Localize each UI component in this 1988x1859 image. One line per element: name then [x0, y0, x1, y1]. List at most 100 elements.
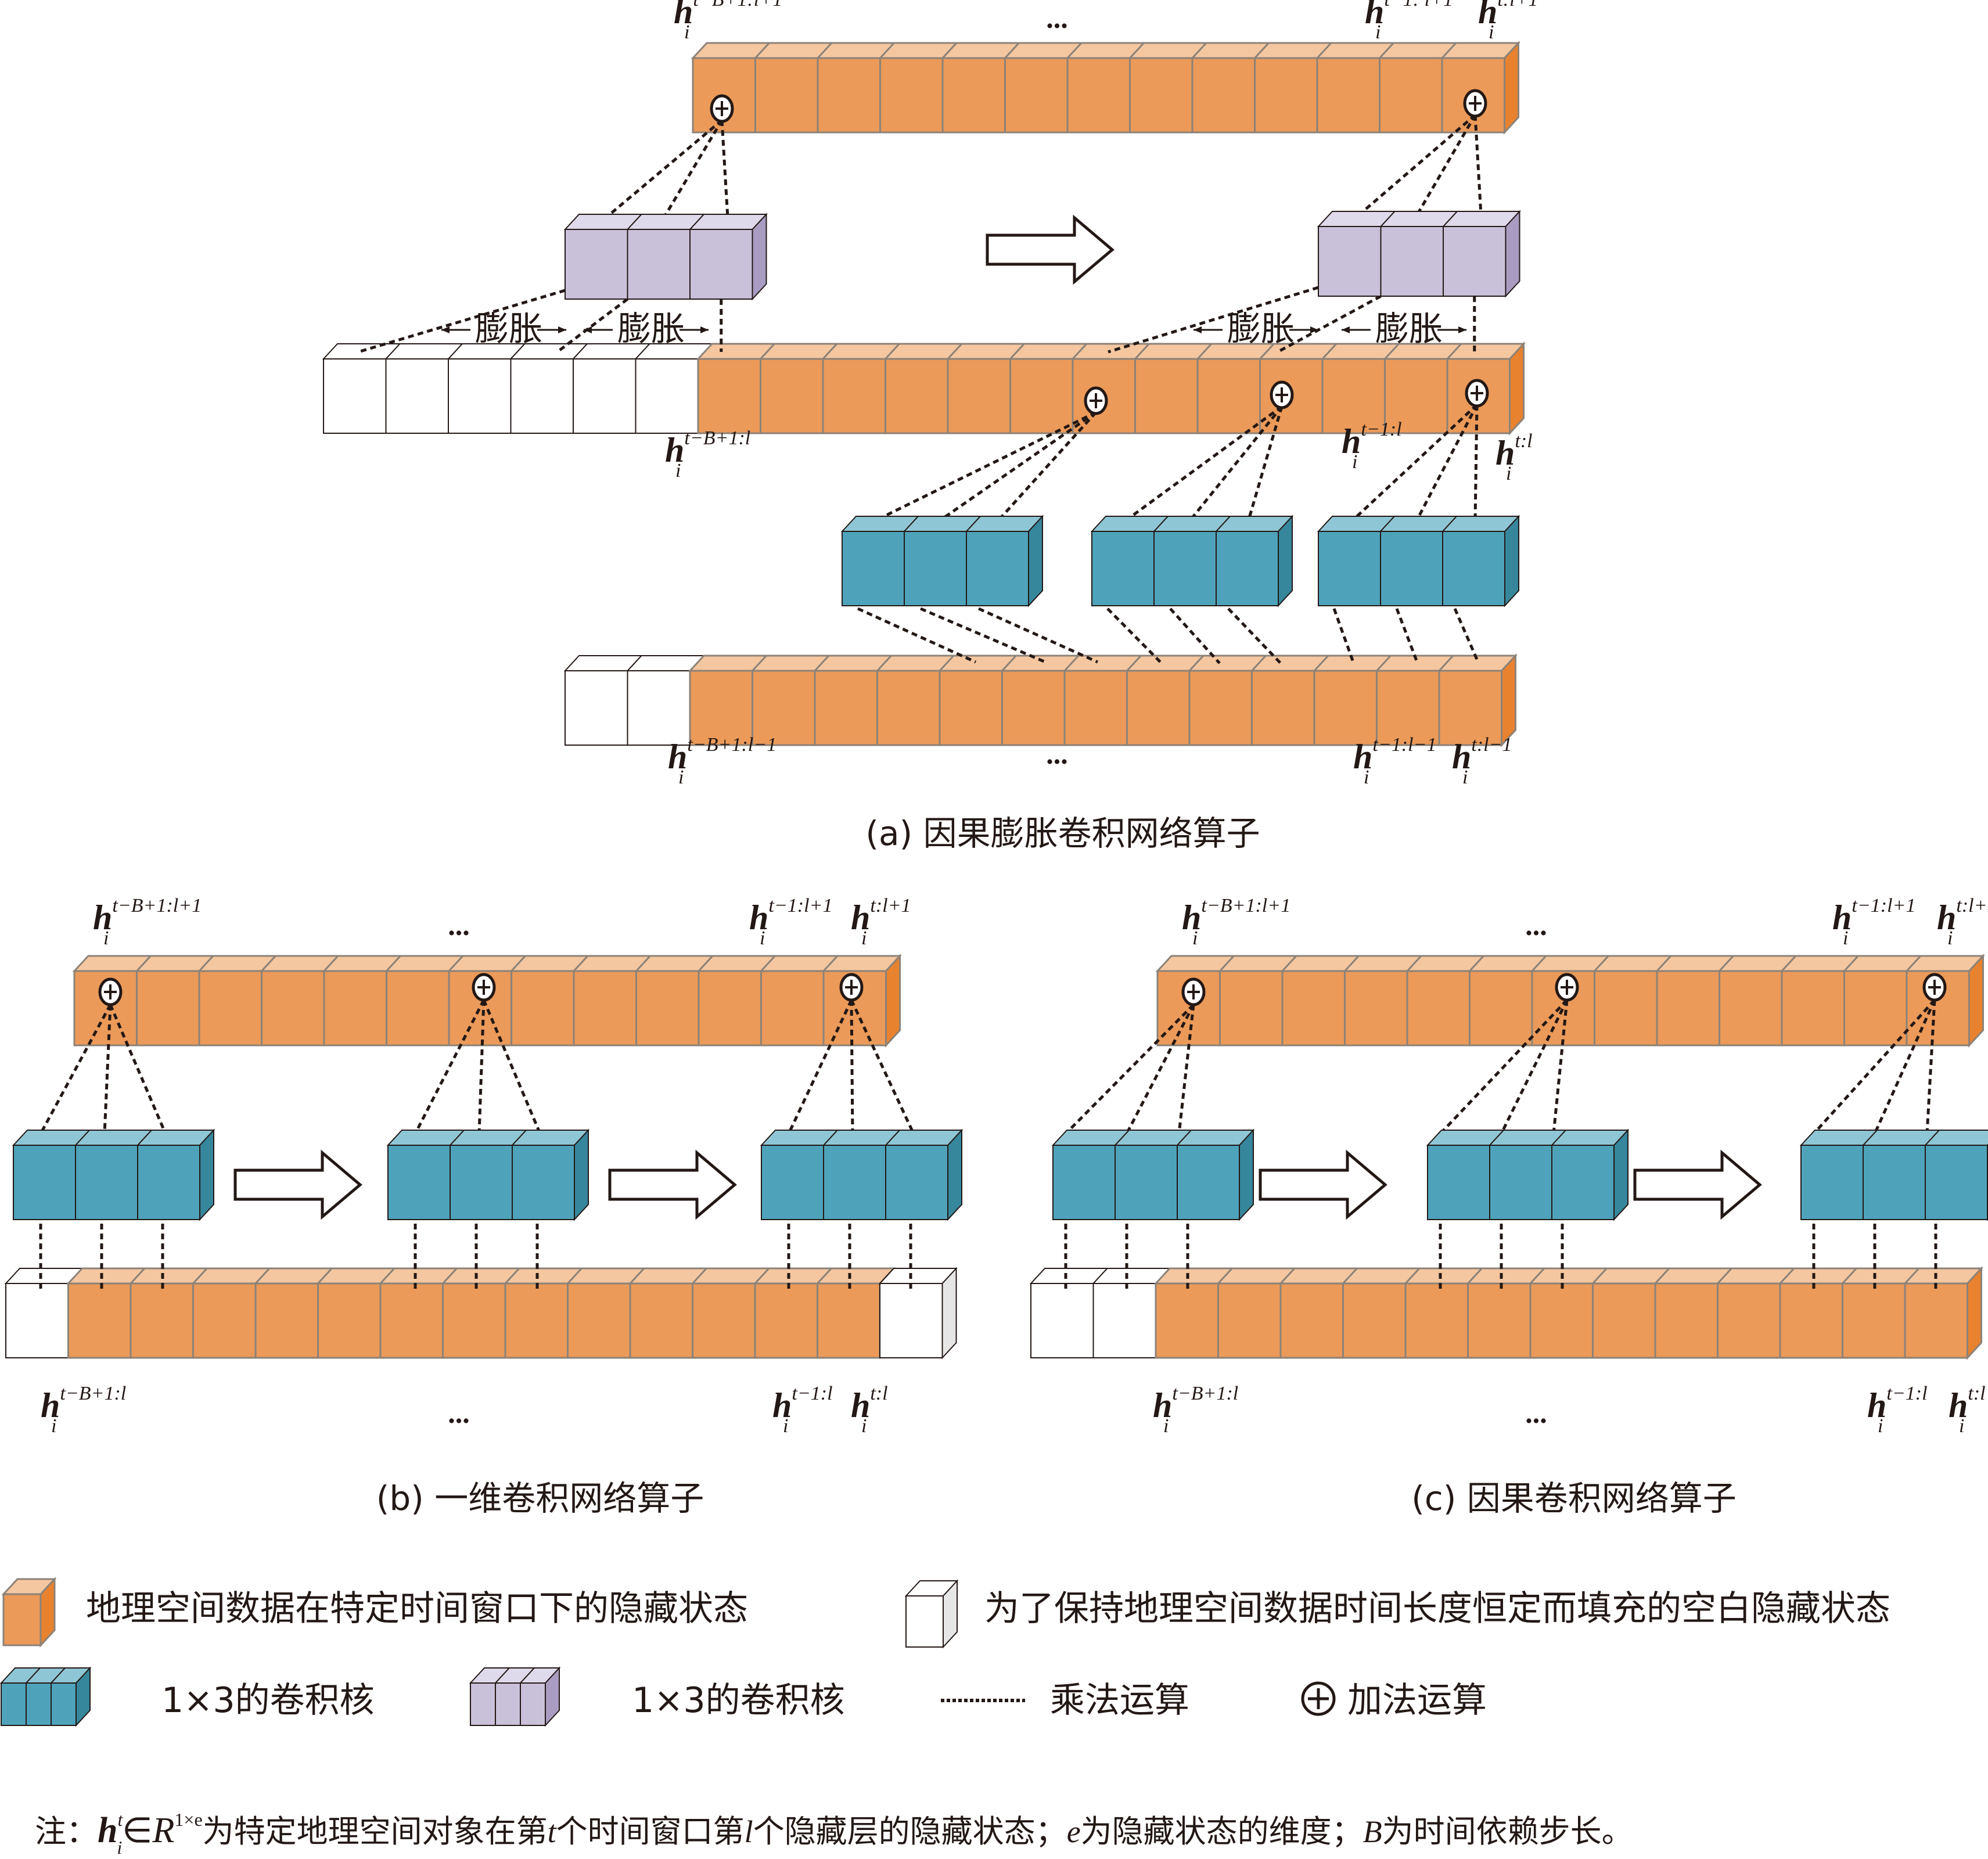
multiply-connection-line: [1813, 999, 1936, 1135]
ellipsis: ...: [448, 909, 470, 941]
panel-b-label-bottom-last-subscript: i: [861, 1415, 867, 1437]
panel-c-teal-kernel: [1426, 1128, 1630, 1221]
legend-teal-kernel-cell-front-face: [26, 1682, 52, 1726]
multiply-connection-line: [358, 289, 566, 354]
hidden-state-cell-front-face: [939, 670, 1003, 746]
teal-kernel-cell: [1550, 1128, 1630, 1221]
add-operation-icon: [1555, 973, 1579, 1002]
hidden-state-cell: [1065, 42, 1146, 134]
multiply-connection-line: [109, 1004, 167, 1134]
teal-kernel-cell: [1799, 1130, 1879, 1220]
hidden-state-cell: [1133, 343, 1214, 434]
hidden-state-cell-front-face: [692, 1282, 756, 1359]
multiply-connection-line: [1453, 608, 1480, 663]
hidden-state-cell-front-face: [1404, 1282, 1469, 1359]
panel-b-1d-conv: ht−B+1:l+1i...ht−1:l+1iht:l+1iht−B+1:li.…: [4, 895, 964, 1437]
hidden-state-cell: [1216, 1267, 1297, 1359]
teal-kernel-cell-side-face: [1504, 515, 1519, 607]
multiply-connection-line: [1126, 405, 1283, 522]
add-operation-icon: [98, 977, 123, 1006]
legend-hidden-state-label: 地理空间数据在特定时间窗口下的隐藏状态: [86, 1588, 748, 1629]
hidden-state-cell: [1440, 41, 1520, 135]
teal-kernel-cell: [448, 1130, 528, 1220]
hidden-state-cell: [1904, 954, 1985, 1048]
panel-b-teal-kernel: [760, 1128, 964, 1221]
teal-kernel-cell-front-face: [1216, 531, 1279, 606]
hidden-state-cell-front-face: [386, 970, 450, 1047]
hidden-state-cell-front-face: [760, 358, 824, 434]
teal-kernel-cell: [822, 1130, 901, 1220]
multiply-connection-line: [850, 999, 915, 1135]
legend-hidden-state-cube-front-face: [2, 1593, 42, 1646]
hidden-state-cell: [384, 955, 465, 1047]
label-bottom-second-last-subscript: i: [1364, 767, 1369, 788]
multiply-connection-line: [720, 120, 729, 218]
panel-b-teal-kernel: [386, 1128, 590, 1221]
hidden-state-cell-front-face: [379, 1282, 444, 1359]
hidden-state-cell-front-face: [754, 1282, 818, 1359]
hidden-state-cell-front-face: [1656, 970, 1720, 1047]
hidden-state-cell-front-face: [817, 57, 881, 134]
multiply-connection-line: [1108, 286, 1319, 354]
legend-purple-kernel-cell-side-face: [545, 1666, 560, 1727]
hidden-state-cell: [628, 1267, 709, 1359]
hidden-state-cell-front-face: [814, 670, 878, 746]
panel-c-label-top-last-subscript: i: [1947, 927, 1953, 949]
teal-kernel-cell-side-face: [1613, 1128, 1628, 1221]
teal-kernel-cell-front-face: [823, 1145, 886, 1220]
hidden-state-cell-front-face: [1188, 670, 1253, 746]
hidden-state-cell: [378, 1267, 459, 1359]
multiply-connection-line: [1189, 405, 1283, 521]
hidden-state-cell-front-face: [629, 1282, 693, 1359]
multiply-connection-line: [39, 1004, 112, 1135]
dilation-annotation: 膨胀: [1193, 309, 1318, 348]
multiply-connection-line: [857, 607, 977, 664]
hidden-state-cell-front-face: [1904, 1282, 1968, 1359]
padding-cell: [509, 343, 589, 434]
hidden-state-cell-front-face: [254, 1282, 319, 1359]
hidden-state-cell-front-face: [1376, 670, 1440, 746]
panel-c-label-top-first-subscript: i: [1192, 927, 1198, 949]
hidden-state-cell: [1315, 42, 1396, 134]
multiply-connection-line: [1415, 404, 1479, 521]
multiply-connection-line: [556, 298, 629, 353]
purple-kernel-cell: [688, 213, 768, 301]
multiply-connection-line: [977, 607, 1099, 664]
hidden-state-cell: [1528, 1267, 1609, 1359]
hidden-state-cell-front-face: [1001, 670, 1066, 746]
add-operation-icon: [1181, 977, 1206, 1006]
teal-kernel-cell-front-face: [75, 1145, 138, 1220]
ellipsis: ...: [1046, 2, 1068, 34]
hidden-state-cell: [441, 1267, 522, 1359]
label-middle-first-subscript: i: [675, 460, 681, 481]
hidden-state-cell-front-face: [822, 358, 886, 434]
legend-padding-cube-front-face: [905, 1595, 944, 1648]
label-middle-second-last: ht−1:l: [1342, 419, 1402, 461]
step-arrow-icon: [608, 1149, 737, 1220]
label-bottom-first-subscript: i: [678, 767, 684, 788]
legend-teal-kernel-cell-front-face: [1, 1682, 27, 1726]
multiply-connection-line: [1227, 607, 1282, 664]
hidden-state-cell-front-face: [317, 1282, 382, 1359]
hidden-state-cell-front-face: [1129, 57, 1193, 134]
teal-kernel-cell-side-face: [1278, 515, 1293, 607]
multiply-connection-line: [787, 999, 853, 1135]
hidden-state-cell-front-face: [136, 970, 200, 1047]
hidden-state-cell-front-face: [1438, 670, 1502, 746]
padding-cell: [563, 655, 643, 746]
hidden-state-cell-front-face: [1469, 970, 1533, 1047]
dilation-label: 膨胀: [1227, 309, 1295, 348]
dilation-annotation: 膨胀: [584, 309, 709, 348]
label-top-last: ht:l+1: [1478, 0, 1538, 31]
teal-kernel-cell-front-face: [1427, 1145, 1490, 1220]
padding-cell: [626, 655, 706, 746]
hidden-state-cell: [66, 1267, 147, 1359]
hidden-state-cell-front-face: [1009, 358, 1074, 434]
hidden-state-cell-front-face: [442, 1282, 506, 1359]
hidden-state-cell-front-face: [1134, 358, 1199, 434]
hidden-state-cell: [1003, 42, 1084, 134]
panel-c-label-bottom-first-subscript: i: [1163, 1415, 1169, 1437]
hidden-state-cell: [1840, 1267, 1921, 1359]
panel-b-label-bottom-first-subscript: i: [51, 1415, 56, 1437]
add-operation-icon: [839, 973, 864, 1002]
